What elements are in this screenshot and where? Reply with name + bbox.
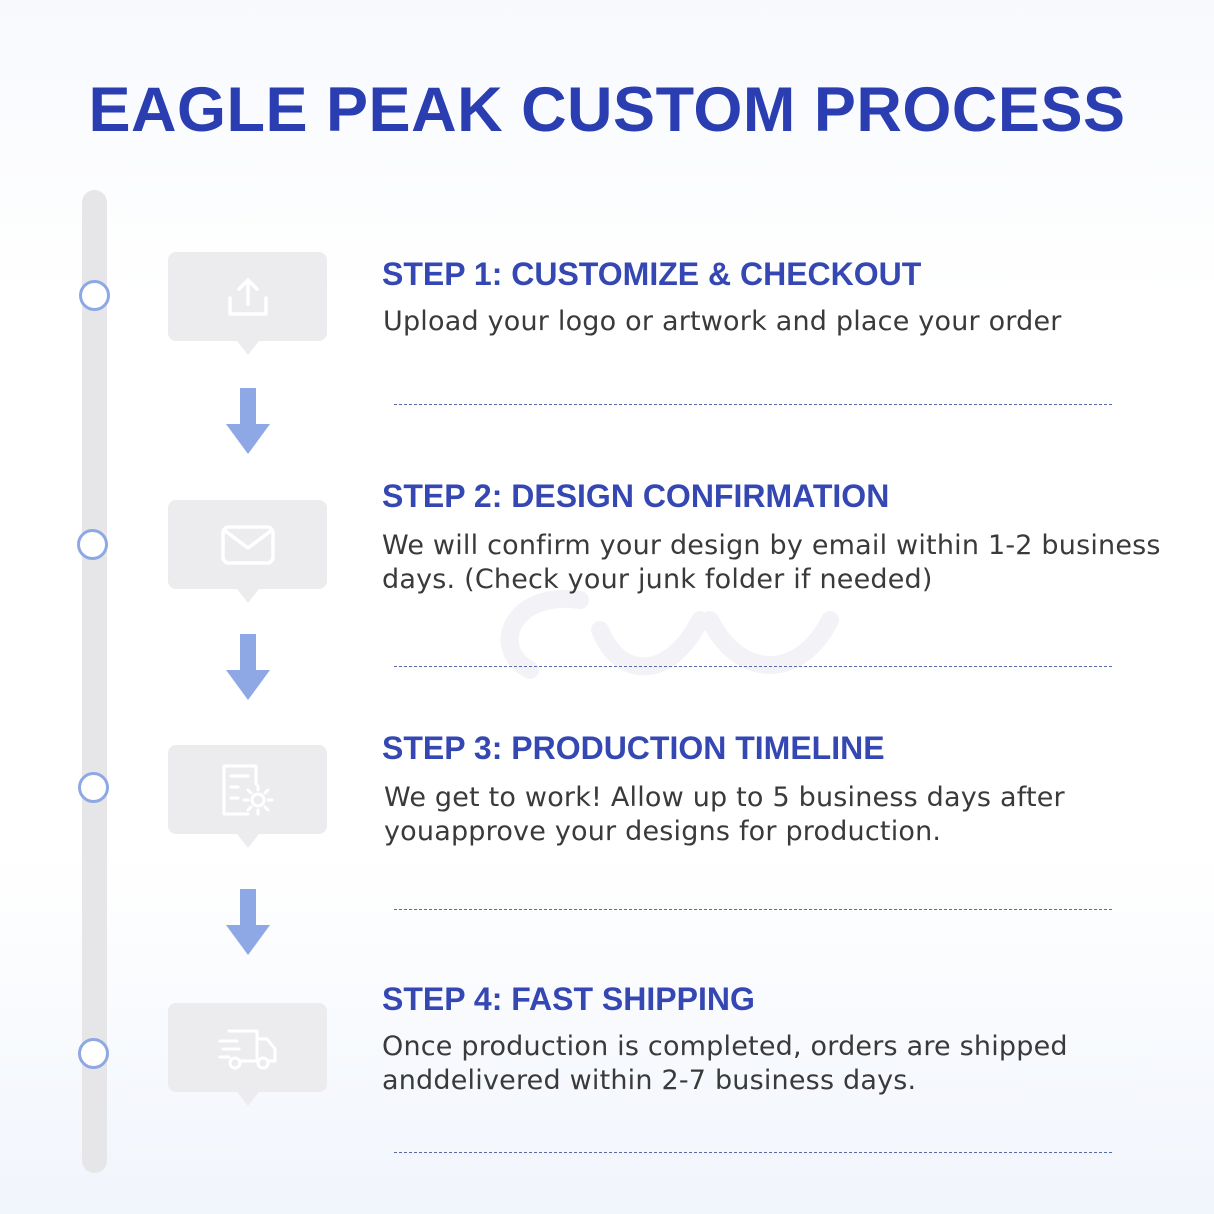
step-2-description: We will confirm your design by email wit… <box>382 530 1161 595</box>
step-3-divider <box>394 909 1112 910</box>
step-2-divider <box>394 666 1112 667</box>
step-2-title: STEP 2: DESIGN CONFIRMATION <box>382 478 890 514</box>
step-2-dot <box>77 529 108 560</box>
step-1-icon-box <box>168 252 327 355</box>
step-4-title: STEP 4: FAST SHIPPING <box>382 981 755 1017</box>
step-3-description: We get to work! Allow up to 5 business d… <box>384 782 1065 847</box>
step-1-title: STEP 1: CUSTOMIZE & CHECKOUT <box>382 256 922 292</box>
down-arrow-icon <box>226 388 270 454</box>
down-arrow-icon <box>226 889 270 955</box>
document-gear-icon <box>222 764 273 815</box>
step-2-icon-box <box>168 500 327 603</box>
page-title: EAGLE PEAK CUSTOM PROCESS <box>88 75 1126 145</box>
step-4-icon-box <box>168 1003 327 1106</box>
timeline-rail <box>82 190 107 1173</box>
down-arrow-icon <box>226 634 270 700</box>
step-4-divider <box>394 1152 1112 1153</box>
step-3-icon-box <box>168 745 327 848</box>
step-1-description: Upload your logo or artwork and place yo… <box>383 306 1062 337</box>
upload-icon <box>227 277 268 316</box>
step-1-dot <box>79 280 110 311</box>
step-1-divider <box>394 404 1112 405</box>
step-4-description: Once production is completed, orders are… <box>382 1031 1068 1096</box>
step-4-dot <box>78 1038 109 1069</box>
step-3-dot <box>78 772 109 803</box>
delivery-truck-icon <box>218 1029 276 1069</box>
mail-icon <box>220 524 275 565</box>
step-3-title: STEP 3: PRODUCTION TIMELINE <box>382 730 885 766</box>
